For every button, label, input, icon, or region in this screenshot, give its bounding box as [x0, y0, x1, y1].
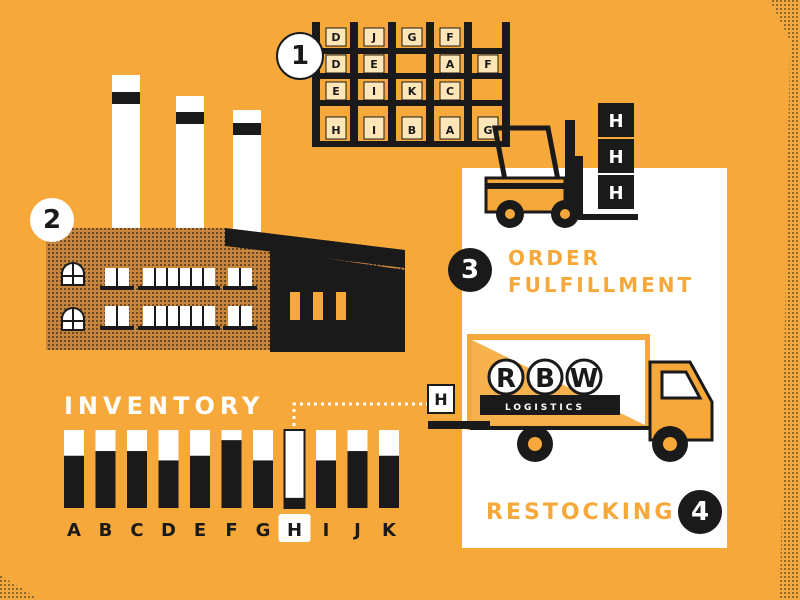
logo-subtitle: LOGISTICS [505, 403, 585, 413]
shelf-box [401, 116, 423, 140]
inventory-tick-label: H [287, 520, 302, 541]
shelf-box [401, 81, 423, 101]
shelf-box [439, 116, 461, 140]
shelf-box-label: A [446, 124, 455, 137]
inventory-tick-label: E [194, 520, 206, 541]
inventory-bar-c [127, 451, 147, 508]
logo-letter: W [570, 364, 599, 394]
inventory-bar-e [190, 455, 210, 508]
inventory-bar-k [379, 455, 399, 508]
shelf-box-label: B [408, 124, 416, 137]
step-2-badge: 2 [30, 198, 74, 242]
shelf-box [325, 116, 347, 140]
shelf-box-label: E [370, 58, 378, 71]
inventory-bar-h [284, 497, 305, 508]
step-2-number: 2 [42, 205, 62, 235]
inventory-bar-i [316, 460, 336, 508]
shelf-box-label: E [332, 85, 340, 98]
pallet-box: H [427, 384, 455, 414]
shelf-box-label: I [372, 85, 376, 98]
logo-ring [565, 358, 603, 396]
step-4-badge: 4 [678, 490, 722, 534]
inventory-tick-label: D [161, 520, 176, 541]
step-4-number: 4 [690, 497, 710, 527]
factory-building [46, 75, 405, 352]
shelf-box-label: I [372, 124, 376, 137]
inventory-tick-label: I [323, 520, 330, 541]
logo-letter: R [496, 364, 516, 394]
inventory-title: INVENTORY [64, 392, 265, 420]
shelf-box-label: D [331, 31, 340, 44]
inventory-tick-label: C [130, 520, 143, 541]
logo-letter: B [535, 364, 555, 394]
inventory-tick-label: G [256, 520, 271, 541]
shelving-rack: D J G F D E A F E I K C H I B A G [312, 22, 510, 147]
inventory-link-line [292, 402, 428, 426]
logo-ring [526, 358, 564, 396]
shelf-box-label: G [483, 124, 492, 137]
inventory-tick-label: K [382, 520, 397, 541]
forklift-box-label: H [608, 111, 623, 132]
inventory-bar-d [158, 460, 179, 508]
order-label-line2: FULFILLMENT [508, 273, 695, 297]
shelf-box [363, 54, 385, 74]
forklift-box [598, 103, 634, 137]
halftone-edge-right [770, 0, 800, 600]
inventory-bar-f [221, 440, 242, 508]
step-3-badge: 3 [448, 248, 492, 292]
shelf-box [363, 81, 385, 101]
shelf-box-label: J [371, 31, 376, 44]
forklift: HHH [484, 103, 638, 228]
shelf-box [439, 27, 461, 47]
inventory-bar-track [283, 429, 306, 509]
shelf-box [325, 27, 347, 47]
shelf-box [477, 54, 499, 74]
shelf-box [401, 27, 423, 47]
shelf-box [325, 81, 347, 101]
shelf-box [363, 27, 385, 47]
inventory-bar-j [347, 451, 368, 508]
logo-ring [487, 358, 525, 396]
shelf-box-label: G [407, 31, 416, 44]
shelf-box-label: D [331, 58, 340, 71]
step-3-number: 3 [460, 255, 480, 285]
halftone-edge-bottom [0, 575, 40, 600]
inventory-tick-label: J [352, 520, 361, 541]
inventory-tick-label: F [225, 520, 237, 541]
shelf-box [439, 54, 461, 74]
inventory-bar-a [64, 455, 84, 508]
shelf-box [363, 116, 385, 140]
pallet-box-label: H [434, 390, 447, 409]
shelf-box-label: F [484, 58, 492, 71]
order-label-line1: ORDER [508, 246, 602, 270]
inventory-tick-label: B [99, 520, 113, 541]
shelf-box-label: K [408, 85, 417, 98]
shelf-box [439, 81, 461, 101]
restocking-label: RESTOCKING [486, 500, 676, 525]
shelf-box [325, 54, 347, 74]
forklift-box [598, 139, 634, 173]
forklift-box-label: H [608, 147, 623, 168]
inventory-tick-label: A [67, 520, 81, 541]
inventory-bar-g [253, 460, 273, 508]
shelf-box-label: C [446, 85, 454, 98]
inventory-bar-b [95, 451, 116, 508]
shelf-box-label: F [446, 31, 454, 44]
forklift-box-label: H [608, 183, 623, 204]
shelf-box-label: H [331, 124, 340, 137]
highlight-tag [278, 514, 311, 542]
forklift-box [598, 175, 634, 209]
shelf-box-label: A [446, 58, 455, 71]
step-1-badge: 1 [276, 32, 324, 80]
step-1-number: 1 [290, 41, 310, 71]
